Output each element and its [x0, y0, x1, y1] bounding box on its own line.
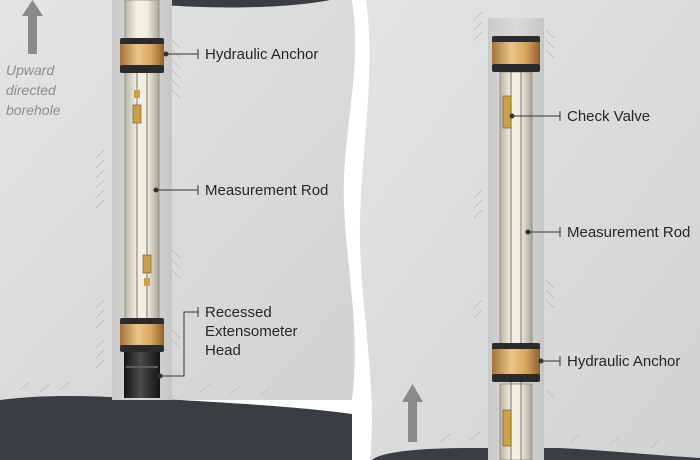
label-recessed-head-line2: Extensometer [205, 323, 298, 340]
left-leaders [156, 49, 199, 377]
left-top-cavern [150, 0, 330, 8]
right-rod-fitting [502, 409, 512, 447]
right-check-valve-fitting [502, 95, 512, 129]
right-leaders [512, 111, 561, 366]
left-upward-arrow [22, 0, 43, 54]
left-recessed-head [124, 352, 160, 398]
left-hydraulic-anchor [120, 38, 164, 73]
borehole-note-line1: Upward [6, 62, 55, 78]
borehole-note-line3: borehole [6, 102, 61, 118]
panel-divider [343, 0, 372, 460]
left-lower-anchor [120, 318, 164, 352]
left-rod-fitting-1 [132, 104, 142, 124]
label-check-valve: Check Valve [567, 108, 650, 125]
left-hatching [19, 39, 271, 397]
right-hydraulic-anchor [492, 343, 540, 382]
left-rock [0, 0, 356, 400]
borehole-note-line2: directed [6, 82, 57, 98]
label-recessed-head-line1: Recessed [205, 304, 272, 321]
label-hydraulic-anchor-right: Hydraulic Anchor [567, 353, 680, 370]
label-measurement-rod-right: Measurement Rod [567, 224, 690, 241]
right-top-anchor [492, 36, 540, 72]
right-upward-arrow [402, 384, 423, 442]
right-hatching [439, 11, 661, 449]
left-bottom-cavern [0, 395, 352, 460]
left-panel: Upward directed borehole Hydraulic Ancho… [0, 0, 356, 460]
left-rod-fitting-2 [142, 254, 152, 274]
label-recessed-head-line3: Head [205, 342, 241, 359]
label-measurement-rod-left: Measurement Rod [205, 182, 328, 199]
label-hydraulic-anchor-left: Hydraulic Anchor [205, 46, 318, 63]
right-panel: Check Valve Measurement Rod Hydraulic An… [359, 0, 700, 460]
